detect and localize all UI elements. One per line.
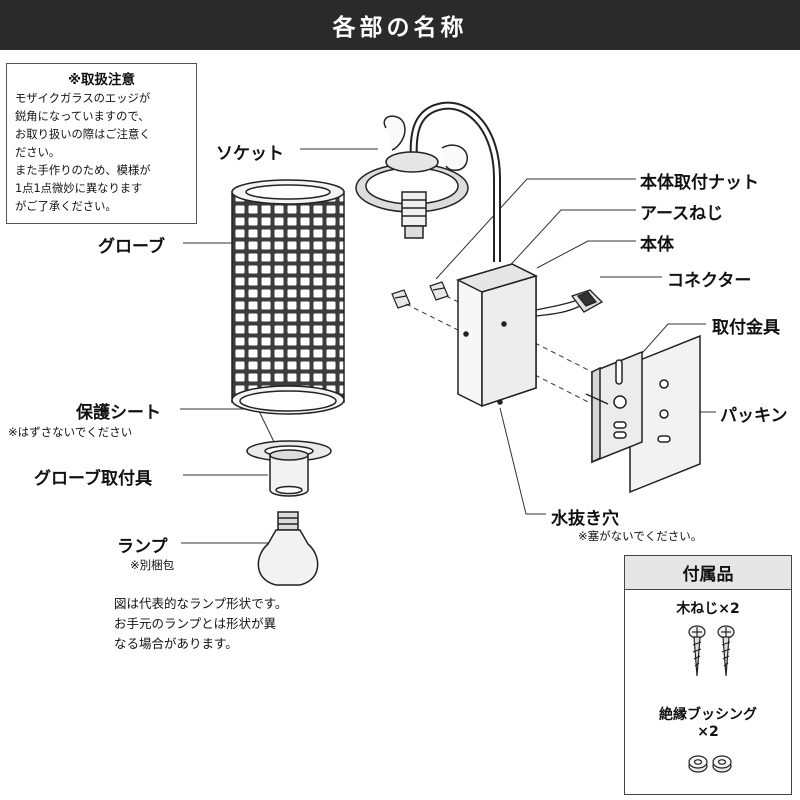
packing-drawing: [629, 334, 701, 494]
lamp-sub-note: ※別梱包: [130, 558, 175, 572]
lamp-shape-note: 図は代表的なランプ形状です。 お手元のランプとは形状が異 なる場合があります。: [114, 594, 287, 654]
dashed-guides: [405, 295, 613, 409]
caution-line: 1点1点微妙に異なります: [15, 182, 143, 195]
protect-sheet-note: ※はずさないでください: [8, 425, 133, 439]
globe-holder-drawing: [269, 449, 309, 497]
leader-lines: [180, 148, 716, 544]
accessories-heading: 付属品: [625, 556, 791, 590]
accessories-box: 付属品 木ねじ×2 絶縁ブッシング ×2: [624, 555, 792, 795]
caution-line: がご了承ください。: [15, 200, 117, 213]
title-bar: 各部の名称: [0, 0, 800, 50]
label-lamp: ランプ: [117, 537, 168, 557]
label-globe: グローブ: [98, 237, 165, 257]
caution-box: ※取扱注意 モザイクガラスのエッジが 鋭角になっていますので、 お取り扱いの際は…: [6, 63, 197, 224]
caution-line: また手作りのため、模様が: [15, 164, 151, 177]
lamp-note-line: なる場合があります。: [114, 636, 238, 651]
caution-line: ださい。: [15, 146, 61, 159]
socket-arm-drawing: [355, 101, 501, 262]
connector-drawing: [535, 289, 604, 317]
accessory-bushing-count: ×2: [697, 724, 719, 740]
bushing-icon: [712, 755, 732, 773]
label-connector: コネクター: [667, 271, 752, 291]
caution-line: モザイクガラスのエッジが: [15, 92, 151, 105]
accessory-bushing: 絶縁ブッシング: [659, 707, 757, 723]
bushing-icon: [688, 755, 708, 773]
label-socket: ソケット: [216, 144, 284, 164]
leader-drain: [499, 407, 546, 515]
caution-heading: ※取扱注意: [67, 72, 136, 88]
page-title: 各部の名称: [332, 15, 468, 41]
label-bracket: 取付金具: [712, 318, 780, 338]
label-globe-holder: グローブ取付具: [34, 469, 152, 489]
label-body: 本体: [640, 235, 674, 255]
caution-text: モザイクガラスのエッジが 鋭角になっていますので、 お取り扱いの際はご注意く だ…: [15, 90, 188, 216]
label-earth-screw: アースねじ: [640, 204, 724, 224]
wood-screw-icon: [688, 625, 706, 677]
body-drawing: [455, 263, 539, 408]
nut-drawing: [391, 281, 449, 309]
caution-line: 鋭角になっていますので、: [15, 110, 150, 123]
lamp-note-line: 図は代表的なランプ形状です。: [114, 596, 288, 611]
lamp-note-line: お手元のランプとは形状が異: [114, 616, 277, 631]
label-packing: パッキン: [720, 406, 788, 426]
drain-hole-note: ※塞がないでください。: [578, 529, 703, 543]
leader-body-nut: [435, 178, 636, 280]
wood-screw-icon: [717, 625, 735, 677]
caution-line: お取り扱いの際はご注意く: [15, 128, 151, 141]
accessory-wood-screw: 木ねじ×2: [676, 601, 740, 617]
bracket-drawing: [585, 350, 643, 464]
globe-drawing: [231, 179, 345, 415]
lamp-drawing: [257, 511, 319, 586]
leader-body: [536, 240, 636, 269]
label-drain-hole: 水抜き穴: [551, 509, 619, 529]
label-protect-sheet: 保護シート: [76, 403, 161, 423]
label-body-nut: 本体取付ナット: [640, 173, 759, 193]
leader-protect-sheet-2: [257, 408, 277, 447]
